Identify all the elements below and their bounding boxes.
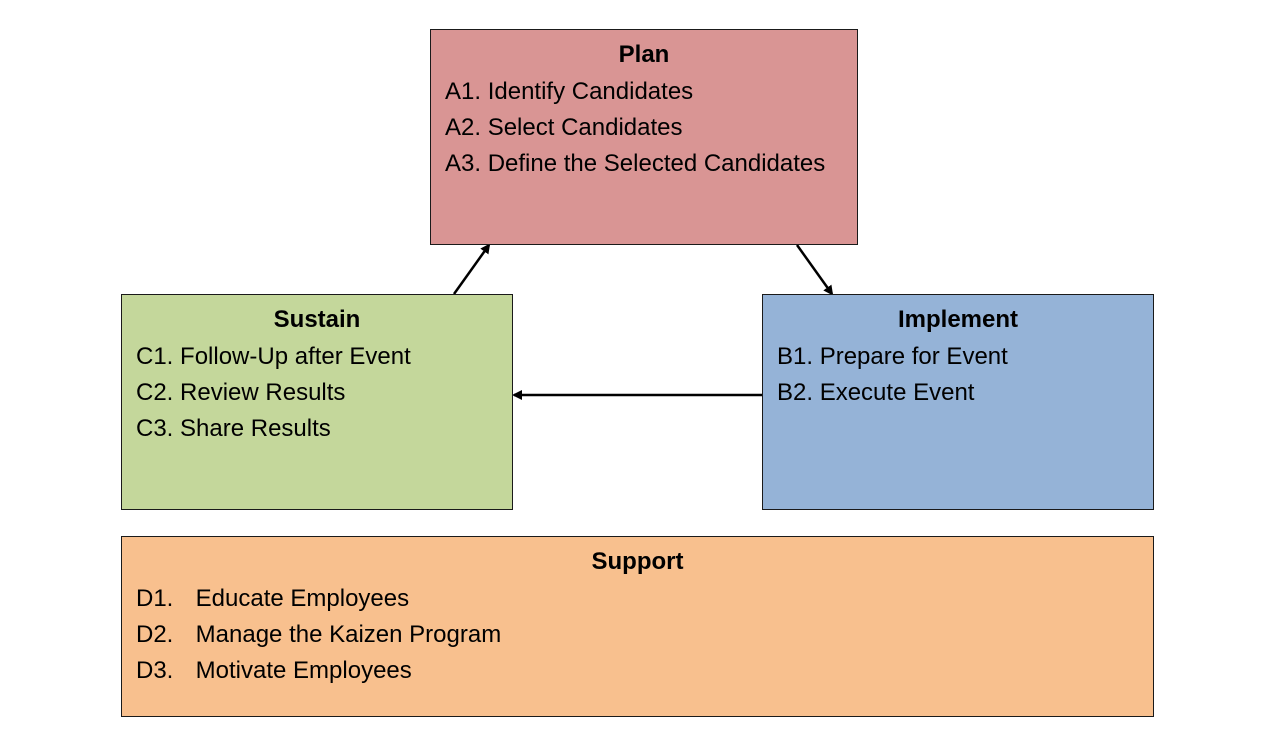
arrow-sustain-to-plan [452,243,491,295]
item-id: A3. [445,150,482,177]
item-text: Prepare for Event [819,343,1008,370]
list-item: B1. Prepare for Event [777,339,1153,375]
item-id: A2. [445,114,482,141]
plan-list: A1. Identify Candidates A2. Select Candi… [431,74,857,182]
implement-box: Implement B1. Prepare for Event B2. Exec… [762,294,1154,510]
item-text: Select Candidates [487,114,683,141]
arrow-plan-to-implement [795,244,834,296]
plan-title: Plan [618,41,670,68]
support-list: D1. Educate Employees D2. Manage the Kai… [122,581,1153,689]
item-id: C2. [136,379,174,406]
item-id: C1. [136,343,174,370]
list-item: A2. Select Candidates [445,110,857,146]
item-text: Manage the Kaizen Program [195,621,502,648]
list-item: C3. Share Results [136,411,512,447]
item-id: A1. [445,78,482,105]
item-text: Motivate Employees [195,657,412,684]
list-item: D1. Educate Employees [136,581,1153,617]
item-id: D3. [136,657,174,684]
list-item: A1. Identify Candidates [445,74,857,110]
sustain-box: Sustain C1. Follow-Up after Event C2. Re… [121,294,513,510]
support-title: Support [591,548,684,575]
item-text: Educate Employees [195,585,410,612]
list-item: C2. Review Results [136,375,512,411]
item-id: C3. [136,415,174,442]
sustain-list: C1. Follow-Up after Event C2. Review Res… [122,339,512,447]
implement-title: Implement [897,306,1019,333]
support-box: Support D1. Educate Employees D2. Manage… [121,536,1154,717]
sustain-title: Sustain [273,306,361,333]
plan-box: Plan A1. Identify Candidates A2. Select … [430,29,858,245]
item-text: Share Results [180,415,331,442]
item-text: Execute Event [819,379,975,406]
list-item: D2. Manage the Kaizen Program [136,617,1153,653]
item-id: B2. [777,379,814,406]
list-item: D3. Motivate Employees [136,653,1153,689]
item-id: D2. [136,621,174,648]
item-id: D1. [136,585,174,612]
list-item: A3. Define the Selected Candidates [445,146,857,182]
list-item: B2. Execute Event [777,375,1153,411]
item-text: Follow-Up after Event [180,343,411,370]
item-text: Define the Selected Candidates [487,150,826,177]
implement-list: B1. Prepare for Event B2. Execute Event [763,339,1153,411]
item-id: B1. [777,343,814,370]
item-text: Identify Candidates [487,78,694,105]
item-text: Review Results [180,379,346,406]
list-item: C1. Follow-Up after Event [136,339,512,375]
